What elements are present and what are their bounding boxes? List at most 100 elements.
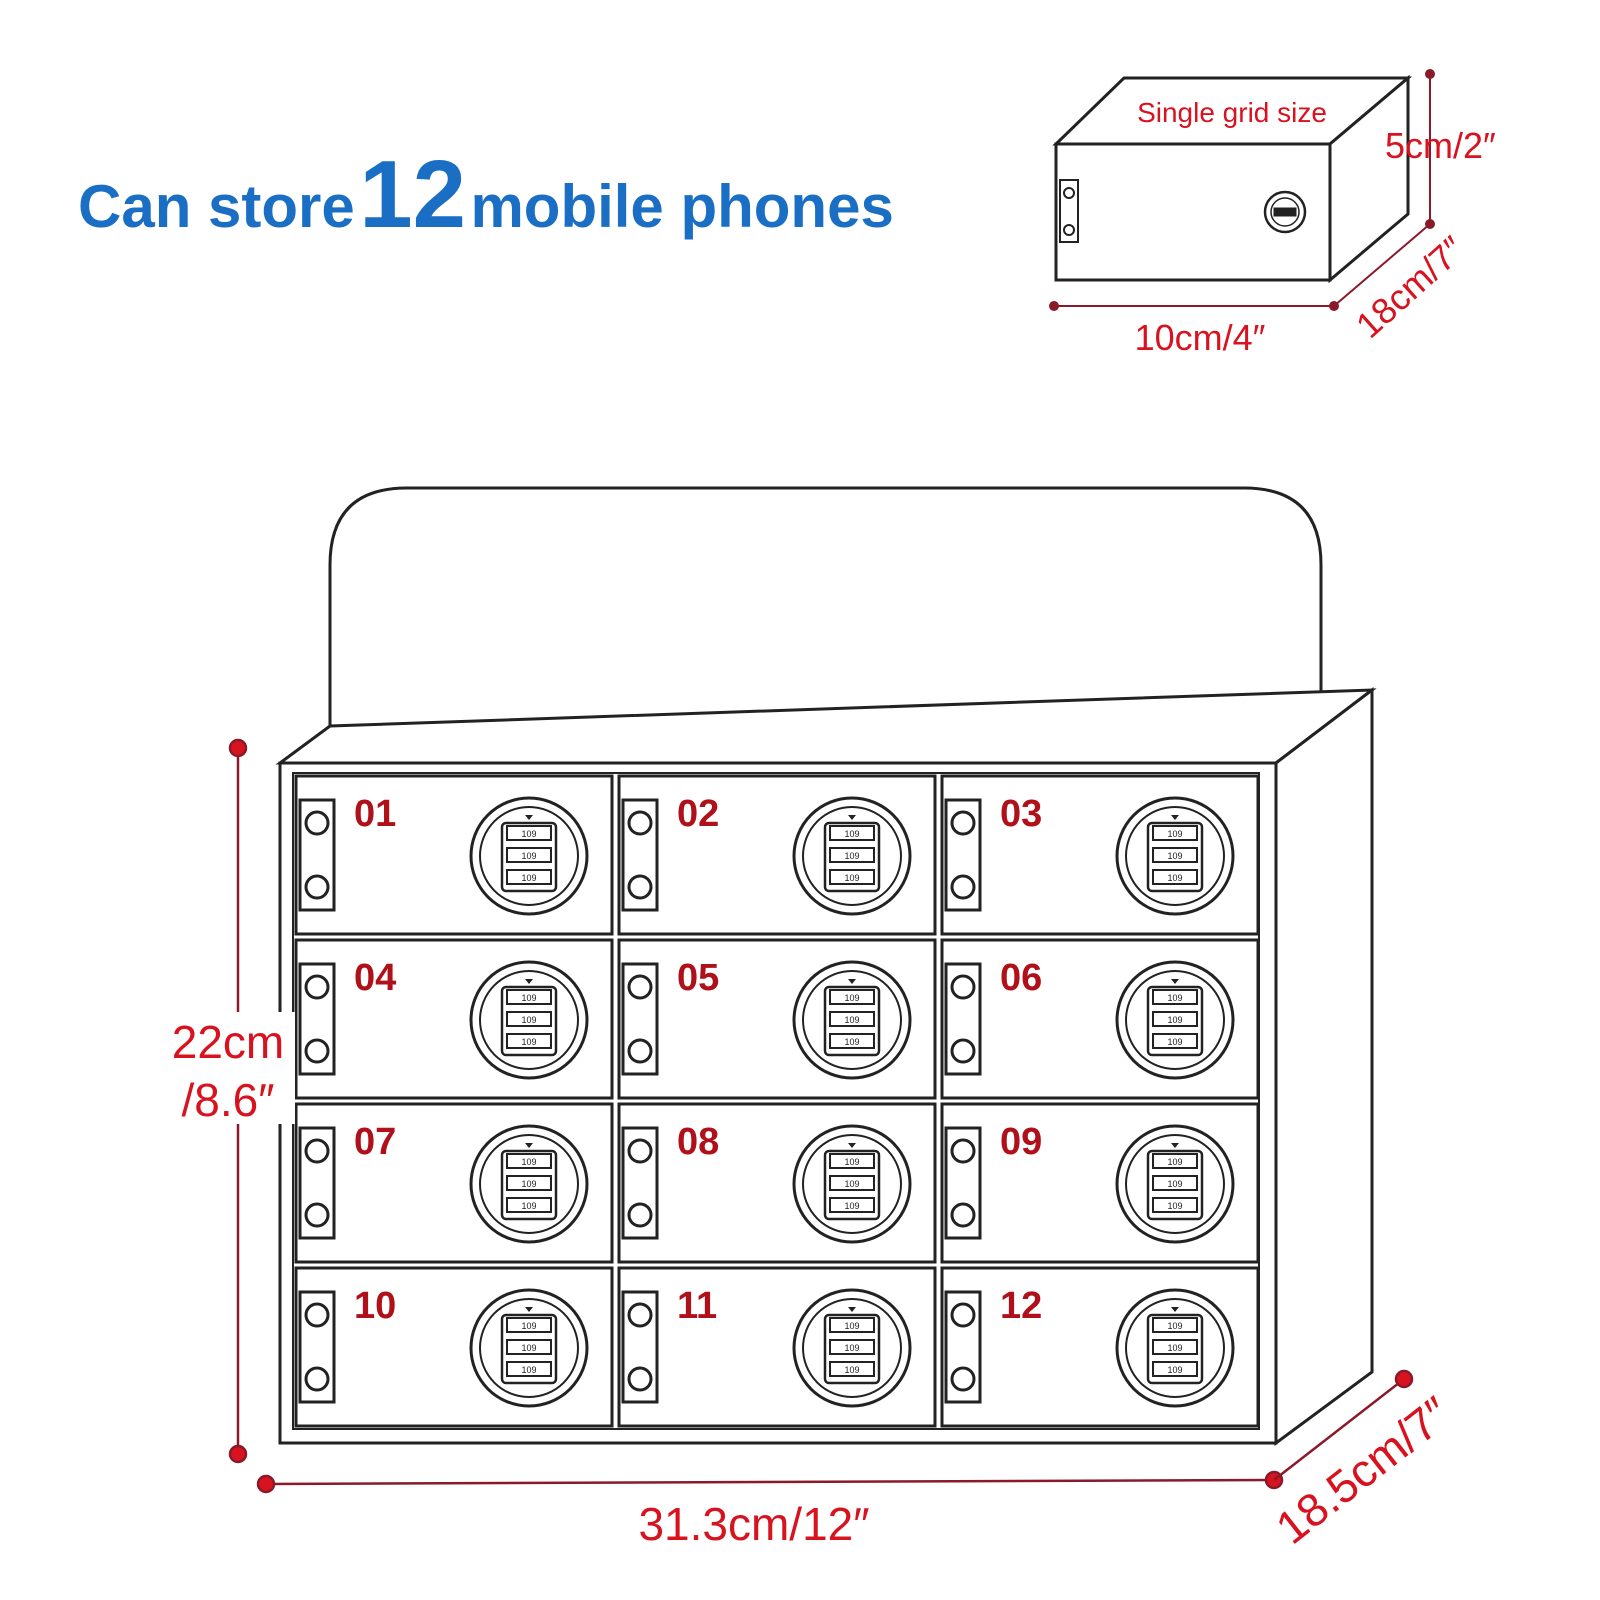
lock-pointer-icon xyxy=(1171,1143,1179,1148)
cabinet-height-label-bg xyxy=(160,1012,295,1124)
cabinet-side-face xyxy=(1274,686,1374,1446)
lock-dial-digits: 109 xyxy=(844,1365,859,1375)
lock-dial-wheel xyxy=(506,1033,552,1049)
cabinet-width-label: 31.3cm/12″ xyxy=(638,1498,869,1550)
compartment-hinge xyxy=(944,1290,982,1404)
lock-dial-digits: 109 xyxy=(521,873,536,883)
lock-dial-digits: 109 xyxy=(521,1179,536,1189)
single-grid-hinge xyxy=(1059,179,1079,243)
lock-dial-digits: 109 xyxy=(1167,873,1182,883)
cabinet-height-dot-top xyxy=(228,738,248,758)
lock-inner-ring xyxy=(802,1298,902,1398)
lock-dial-wheel xyxy=(1152,1339,1198,1355)
lock-dial-wheel xyxy=(829,1361,875,1377)
hinge-pin-icon xyxy=(304,1202,330,1228)
lock-dial-frame xyxy=(1146,985,1204,1057)
lock-dial-frame xyxy=(1146,821,1204,893)
hinge-pin-icon xyxy=(304,874,330,900)
lock-dial-frame xyxy=(500,1149,558,1221)
hinge-pin-icon xyxy=(304,1366,330,1392)
hinge-pin-icon xyxy=(950,1366,976,1392)
lock-dial-wheel xyxy=(829,1175,875,1191)
lock-pointer-icon xyxy=(1171,815,1179,820)
lock-dial-wheel xyxy=(506,1011,552,1027)
lock-dial-frame xyxy=(1146,1313,1204,1385)
compartment-number: 10 xyxy=(354,1285,396,1327)
compartment-hinge xyxy=(621,798,659,912)
lock-dial-wheel xyxy=(829,989,875,1005)
lock-inner-ring xyxy=(802,970,902,1070)
lock-pointer-icon xyxy=(1171,979,1179,984)
lock-pointer-icon xyxy=(848,1307,856,1312)
hinge-pin-icon xyxy=(627,974,653,1000)
single-grid-lock-icon xyxy=(1263,190,1307,234)
single-grid-hinge-pin-bottom xyxy=(1063,224,1075,236)
lock-dial-wheel xyxy=(506,989,552,1005)
lock-dial-digits: 109 xyxy=(1167,993,1182,1003)
lock-dial-digits: 109 xyxy=(844,1157,859,1167)
cabinet-width-dot-left xyxy=(256,1474,276,1494)
compartment-number: 06 xyxy=(1000,957,1042,999)
hinge-pin-icon xyxy=(950,810,976,836)
single-grid-height-dot-top xyxy=(1425,69,1435,79)
lock-dial-digits: 109 xyxy=(844,873,859,883)
compartment-number: 04 xyxy=(354,957,396,999)
lock-dial-digits: 109 xyxy=(521,1343,536,1353)
compartment-number: 03 xyxy=(1000,793,1042,835)
lock-dial-digits: 109 xyxy=(1167,1179,1182,1189)
single-grid-height-label: 5cm/2″ xyxy=(1385,125,1496,166)
lock-inner-ring xyxy=(479,970,579,1070)
compartment-number: 01 xyxy=(354,793,396,835)
lock-dial-wheel xyxy=(506,1197,552,1213)
compartment-number: 08 xyxy=(677,1121,719,1163)
lock-dial-digits: 109 xyxy=(844,993,859,1003)
lock-dial-digits: 109 xyxy=(844,1037,859,1047)
lock-dial-wheel xyxy=(506,1317,552,1333)
compartment-number: 07 xyxy=(354,1121,396,1163)
compartment-number: 02 xyxy=(677,793,719,835)
hinge-pin-icon xyxy=(950,1138,976,1164)
lock-dial-frame xyxy=(1146,1149,1204,1221)
lock-dial-digits: 109 xyxy=(844,1343,859,1353)
cabinet-width-line xyxy=(265,1478,1275,1486)
lock-dial-wheel xyxy=(1152,989,1198,1005)
hinge-pin-icon xyxy=(304,810,330,836)
lock-dial-frame xyxy=(500,821,558,893)
hinge-pin-icon xyxy=(304,1302,330,1328)
hinge-pin-icon xyxy=(304,1138,330,1164)
lock-dial-wheel xyxy=(1152,1175,1198,1191)
lock-inner-ring xyxy=(1125,970,1225,1070)
headline: Can store 12 mobile phones xyxy=(78,140,894,250)
hinge-pin-icon xyxy=(304,974,330,1000)
hinge-pin-icon xyxy=(950,974,976,1000)
lock-dial-wheel xyxy=(506,825,552,841)
lock-dial-wheel xyxy=(506,1339,552,1355)
headline-count: 12 xyxy=(359,141,466,248)
lock-dial-frame xyxy=(500,985,558,1057)
lock-pointer-icon xyxy=(525,979,533,984)
single-grid-box xyxy=(1052,74,1413,284)
compartment-hinge xyxy=(621,1290,659,1404)
hinge-pin-icon xyxy=(627,810,653,836)
hinge-pin-icon xyxy=(627,1366,653,1392)
compartment-hinge xyxy=(944,962,982,1076)
hinge-pin-icon xyxy=(950,874,976,900)
lock-dial-wheel xyxy=(1152,1361,1198,1377)
lock-dial-wheel xyxy=(829,1317,875,1333)
compartment-hinge xyxy=(298,798,336,912)
lock-inner-ring xyxy=(479,806,579,906)
lock-dial-frame xyxy=(823,985,881,1057)
lock-dial-frame xyxy=(823,821,881,893)
